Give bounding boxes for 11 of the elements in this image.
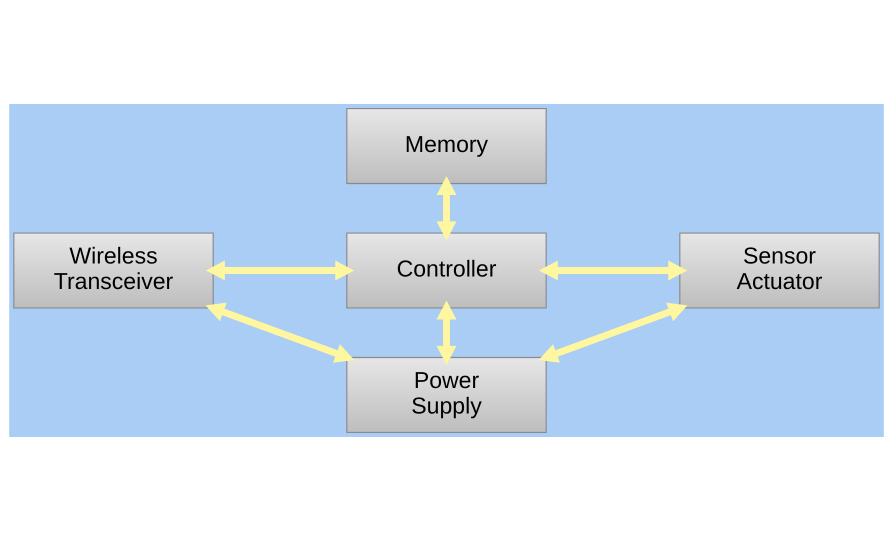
arrow [436,176,456,240]
node-box: Sensor Actuator [679,232,880,308]
arrow [206,260,354,280]
arrow [436,300,456,364]
arrow [538,302,688,362]
node-box: Power Supply [346,356,547,432]
node-box: Wireless Transceiver [13,232,214,308]
arrow [538,260,688,280]
node-box: Controller [346,232,547,308]
arrow [206,302,354,362]
node-box: Memory [346,108,547,184]
